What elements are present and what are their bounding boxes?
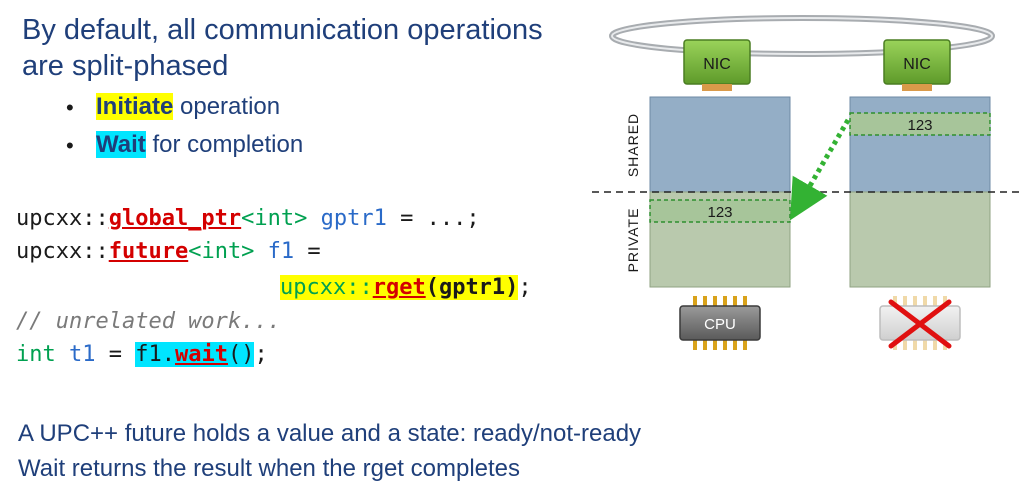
nic-right-label: NIC	[903, 56, 931, 73]
code-wait-highlight: f1.wait()	[135, 342, 255, 367]
bullet-dot-icon: •	[66, 95, 74, 120]
right-shared-segment	[849, 96, 991, 193]
code-variable: f1	[254, 239, 295, 264]
rget-arrow	[789, 118, 851, 221]
network-ring-inner	[611, 17, 993, 55]
code-type: global_ptr	[108, 206, 242, 231]
nic-right: NIC	[883, 39, 951, 91]
bullet-highlight: Initiate	[96, 93, 174, 120]
code-template-arg: <int>	[241, 206, 308, 231]
code-rest: = ...;	[386, 206, 480, 231]
code-keyword: int	[16, 342, 56, 367]
code-template-arg: <int>	[188, 239, 255, 264]
heading-line-2: are split-phased	[22, 50, 229, 82]
left-private-value: 123	[707, 204, 732, 221]
code-line-3: upcxx::rget(gptr1);	[280, 272, 532, 304]
right-shared-value: 123	[907, 117, 932, 134]
code-line-1: upcxx::global_ptr<int> gptr1 = ...;	[16, 203, 480, 235]
bullet-text: for completion	[145, 131, 304, 158]
code-operator: =	[95, 342, 136, 367]
nic-left: NIC	[683, 39, 751, 91]
memory-diagram: NIC NIC 123 123 SHARED PRIVATE	[592, 15, 1022, 350]
code-rget-highlight: upcxx::rget(gptr1)	[280, 275, 519, 300]
bullet-highlight: Wait	[96, 131, 146, 158]
cpu-left-label: CPU	[704, 316, 736, 333]
cpu-left: CPU	[679, 296, 761, 350]
nic-left-label: NIC	[703, 56, 731, 73]
bullet-text: operation	[173, 93, 281, 120]
bullet-dot-icon: •	[66, 133, 74, 158]
code-type: future	[108, 239, 189, 264]
heading-line-1: By default, all communication operations	[22, 14, 543, 46]
cpu-right: C	[879, 296, 961, 350]
code-namespace: upcxx::	[280, 275, 373, 300]
footer-line-2: Wait returns the result when the rget co…	[18, 455, 521, 482]
code-comment: // unrelated work...	[16, 309, 281, 334]
code-namespace: upcxx::	[16, 239, 109, 264]
shared-label: SHARED	[625, 113, 641, 177]
code-function: rget	[372, 275, 426, 300]
code-semicolon: ;	[518, 275, 532, 300]
cross-icon	[888, 299, 952, 349]
code-line-5: int t1 = f1.wait();	[16, 339, 268, 371]
code-rest: =	[294, 239, 321, 264]
code-variable: t1	[55, 342, 96, 367]
code-namespace: upcxx::	[16, 206, 109, 231]
slide-heading: By default, all communication operations…	[22, 12, 543, 84]
private-label: PRIVATE	[625, 208, 641, 273]
code-line-2: upcxx::future<int> f1 =	[16, 236, 321, 268]
code-function: wait	[175, 342, 228, 367]
right-shared-value-box	[849, 112, 991, 136]
footer-line-1: A UPC++ future holds a value and a state…	[18, 420, 642, 447]
right-private-segment	[849, 191, 991, 288]
code-args: (gptr1)	[425, 275, 519, 300]
code-object: f1.	[135, 342, 175, 367]
left-shared-segment	[649, 96, 791, 193]
code-variable: gptr1	[307, 206, 387, 231]
code-semicolon: ;	[254, 342, 268, 367]
code-call: ()	[227, 342, 255, 367]
